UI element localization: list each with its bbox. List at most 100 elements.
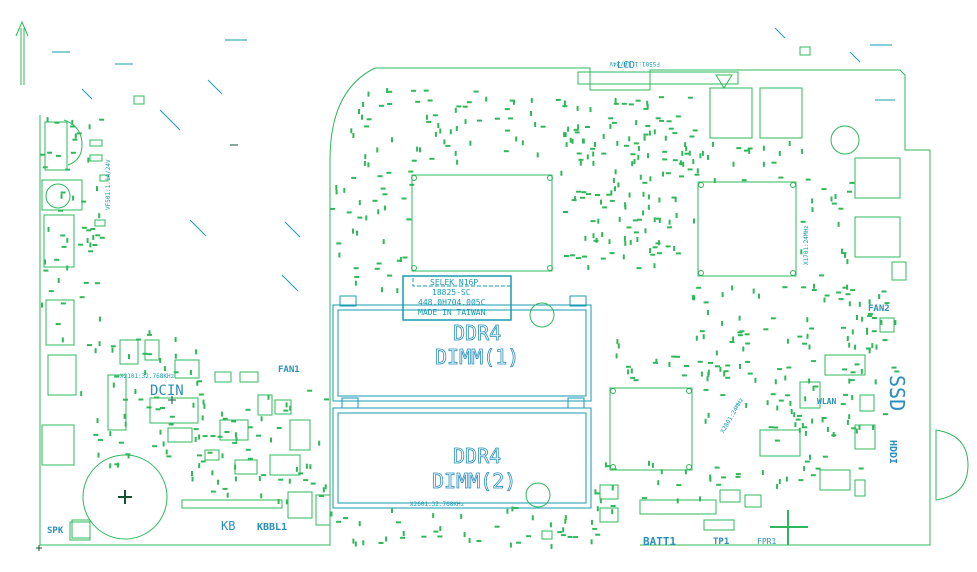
smd-pad [609, 252, 615, 255]
smd-pad [155, 408, 161, 411]
smd-pad [655, 358, 658, 364]
smd-pad [735, 475, 741, 478]
smd-pad [684, 365, 689, 367]
pad-marker [541, 530, 553, 540]
smd-pad [649, 176, 652, 182]
smd-pad [94, 282, 100, 285]
smd-pad [330, 207, 336, 210]
smd-pad [234, 464, 237, 470]
smd-pad [854, 363, 860, 366]
smd-pad [586, 193, 591, 196]
smd-pad [687, 168, 693, 171]
smd-pad [763, 328, 769, 331]
smd-pad [578, 158, 584, 161]
smd-pad [571, 138, 574, 144]
smd-pad [109, 463, 112, 469]
smd-pad [563, 132, 566, 138]
smd-pad [824, 294, 830, 297]
smd-pad [147, 333, 152, 336]
smd-pad [846, 336, 849, 341]
dimm2-line1-label: DDR4 [453, 444, 501, 468]
smd-pad [210, 435, 216, 437]
smd-pad [858, 424, 861, 430]
smd-pad [802, 342, 808, 345]
smd-pad [599, 498, 602, 504]
smd-pad [96, 418, 99, 424]
smd-pad [611, 509, 614, 515]
smd-pad [687, 96, 693, 99]
smd-pad [557, 531, 563, 534]
smd-pad [402, 256, 408, 259]
smd-pad [636, 237, 639, 242]
smd-pad [58, 209, 63, 212]
smd-pad [793, 412, 796, 418]
smd-pad [725, 364, 731, 367]
smd-pad [600, 257, 606, 260]
fan1-label: FAN1 [278, 365, 300, 375]
smd-pad [657, 252, 662, 255]
smd-pad [790, 409, 793, 414]
smd-pad [111, 347, 114, 353]
smd-pad [850, 289, 856, 292]
smd-pad [778, 479, 781, 484]
smd-pad [821, 417, 824, 423]
smd-pad [590, 539, 593, 545]
smd-pad [813, 385, 819, 388]
selek-line3: 448.0H704.005C [418, 298, 486, 307]
smd-pad [352, 133, 355, 138]
smd-pad [889, 391, 892, 397]
lcd-connector [577, 71, 739, 89]
smd-pad [346, 211, 352, 214]
smd-pad [303, 479, 309, 482]
smd-pad [136, 338, 141, 341]
smd-pad [848, 342, 851, 348]
smd-pad [579, 160, 582, 166]
smd-pad [580, 196, 586, 199]
smd-pad [789, 400, 792, 406]
smd-pad [867, 315, 873, 317]
smd-pad [851, 329, 854, 335]
smd-pad [60, 234, 66, 237]
smd-pad [247, 457, 253, 460]
smd-pad [515, 136, 518, 142]
fpr-cross-icon [770, 510, 808, 545]
smd-pad [776, 483, 779, 489]
smd-pad [71, 119, 74, 125]
smd-pad [148, 330, 151, 336]
smd-pad [675, 355, 680, 358]
smd-pad [675, 115, 681, 118]
smd-pad [372, 199, 378, 202]
smd-pad [773, 426, 779, 429]
smd-pad [564, 518, 567, 524]
smd-pad [415, 100, 421, 103]
smd-pad [758, 293, 760, 299]
smd-pad [47, 226, 50, 232]
smd-pad [723, 371, 726, 377]
smd-pad [363, 161, 366, 166]
smd-pad [662, 158, 668, 161]
smd-pad [343, 517, 348, 520]
smd-pad [637, 218, 642, 221]
smd-pad [707, 372, 710, 377]
dimm-slot-2 [332, 397, 592, 509]
bottom-connectors [599, 484, 762, 531]
smd-pad [95, 234, 101, 237]
smd-pad [707, 412, 710, 418]
smd-pad [823, 297, 826, 303]
smd-pad [801, 148, 804, 154]
smd-pad [159, 358, 162, 363]
smd-pad [335, 185, 338, 190]
smd-pad [699, 330, 705, 333]
smd-pad [716, 483, 722, 486]
smd-pad [354, 276, 360, 278]
smd-pad [112, 382, 115, 388]
smd-pad [466, 101, 472, 104]
smd-pad [245, 408, 251, 411]
smd-pad [429, 157, 435, 160]
smd-pad [674, 197, 677, 203]
smd-pad [811, 360, 817, 363]
smd-pad [806, 317, 809, 323]
smd-pad [356, 230, 358, 236]
smd-pad [455, 126, 458, 131]
smd-pad [794, 422, 797, 428]
